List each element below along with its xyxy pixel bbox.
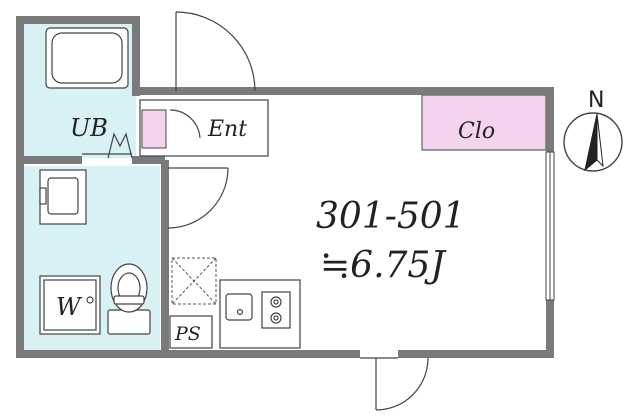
- compass: N: [563, 88, 623, 172]
- north-letter: N: [588, 88, 604, 113]
- entrance-partition: [139, 99, 269, 157]
- room-size: ≒6.75J: [320, 245, 447, 286]
- washer-pan: [39, 275, 101, 335]
- pipe-space-box: [169, 315, 213, 349]
- closet-area: [421, 94, 547, 151]
- unit-bath: [45, 27, 129, 89]
- closet-label: Clo: [458, 119, 495, 144]
- entrance-floor: [141, 109, 167, 149]
- doors: [167, 11, 429, 411]
- kitchen-counter: [219, 279, 301, 349]
- toilet: [107, 263, 151, 335]
- washbasin: [39, 169, 87, 225]
- unit-bath-label: UB: [70, 114, 108, 142]
- stove: [261, 291, 291, 329]
- fridge-space: [171, 257, 217, 305]
- window-right: [545, 151, 555, 301]
- entrance-label: Ent: [207, 117, 247, 142]
- bath-sink-fixture: [82, 132, 133, 159]
- pipe-space-label: PS: [174, 323, 201, 345]
- unit-numbers: 301-501: [316, 196, 466, 237]
- washer-label: W: [56, 293, 83, 321]
